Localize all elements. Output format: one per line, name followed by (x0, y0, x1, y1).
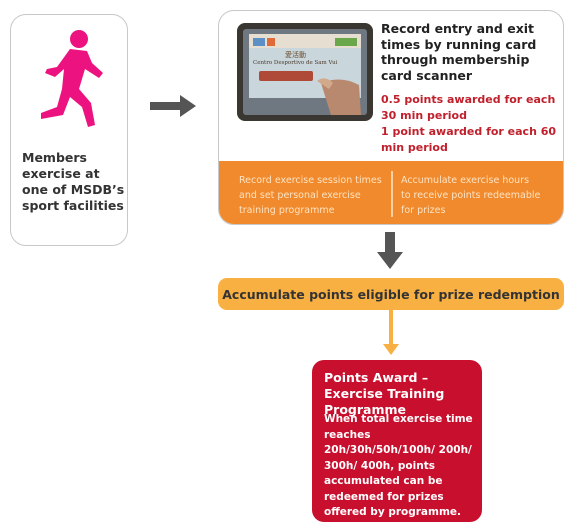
orange-band: Record exercise session times and set pe… (219, 161, 563, 224)
member-description: Members exercise at one of MSDB’s sport … (22, 150, 125, 213)
band-left-text: Record exercise session times and set pe… (239, 175, 382, 216)
record-box: 愛活動 Centro Desportivo de Sam Vui Record … (218, 10, 564, 225)
member-box: Members exercise at one of MSDB’s sport … (10, 14, 128, 246)
arrow-right-icon (150, 95, 196, 117)
arrow-down-light-icon (383, 310, 399, 355)
card-scanner-photo: 愛活動 Centro Desportivo de Sam Vui (237, 23, 373, 121)
runner-icon (41, 30, 103, 127)
award-body: When total exercise time reaches 20h/30h… (324, 413, 473, 518)
band-right-text: Accumulate exercise hours to receive poi… (401, 175, 541, 216)
award-title: Points Award – Exercise Training Program… (324, 370, 445, 417)
arrow-down-icon (377, 232, 403, 269)
band-divider (391, 171, 393, 217)
photo-sign-pt: Centro Desportivo de Sam Vui (253, 60, 338, 66)
record-title: Record entry and exit times by running c… (381, 21, 537, 83)
photo-sign-cn: 愛活動 (285, 51, 306, 59)
points-award-box: Points Award – Exercise Training Program… (312, 360, 482, 522)
points-full-hour: 1 point awarded for each 60 min period (381, 125, 557, 154)
accumulate-points-banner: Accumulate points eligible for prize red… (218, 278, 564, 310)
points-half-hour: 0.5 points awarded for each 30 min perio… (381, 93, 556, 122)
